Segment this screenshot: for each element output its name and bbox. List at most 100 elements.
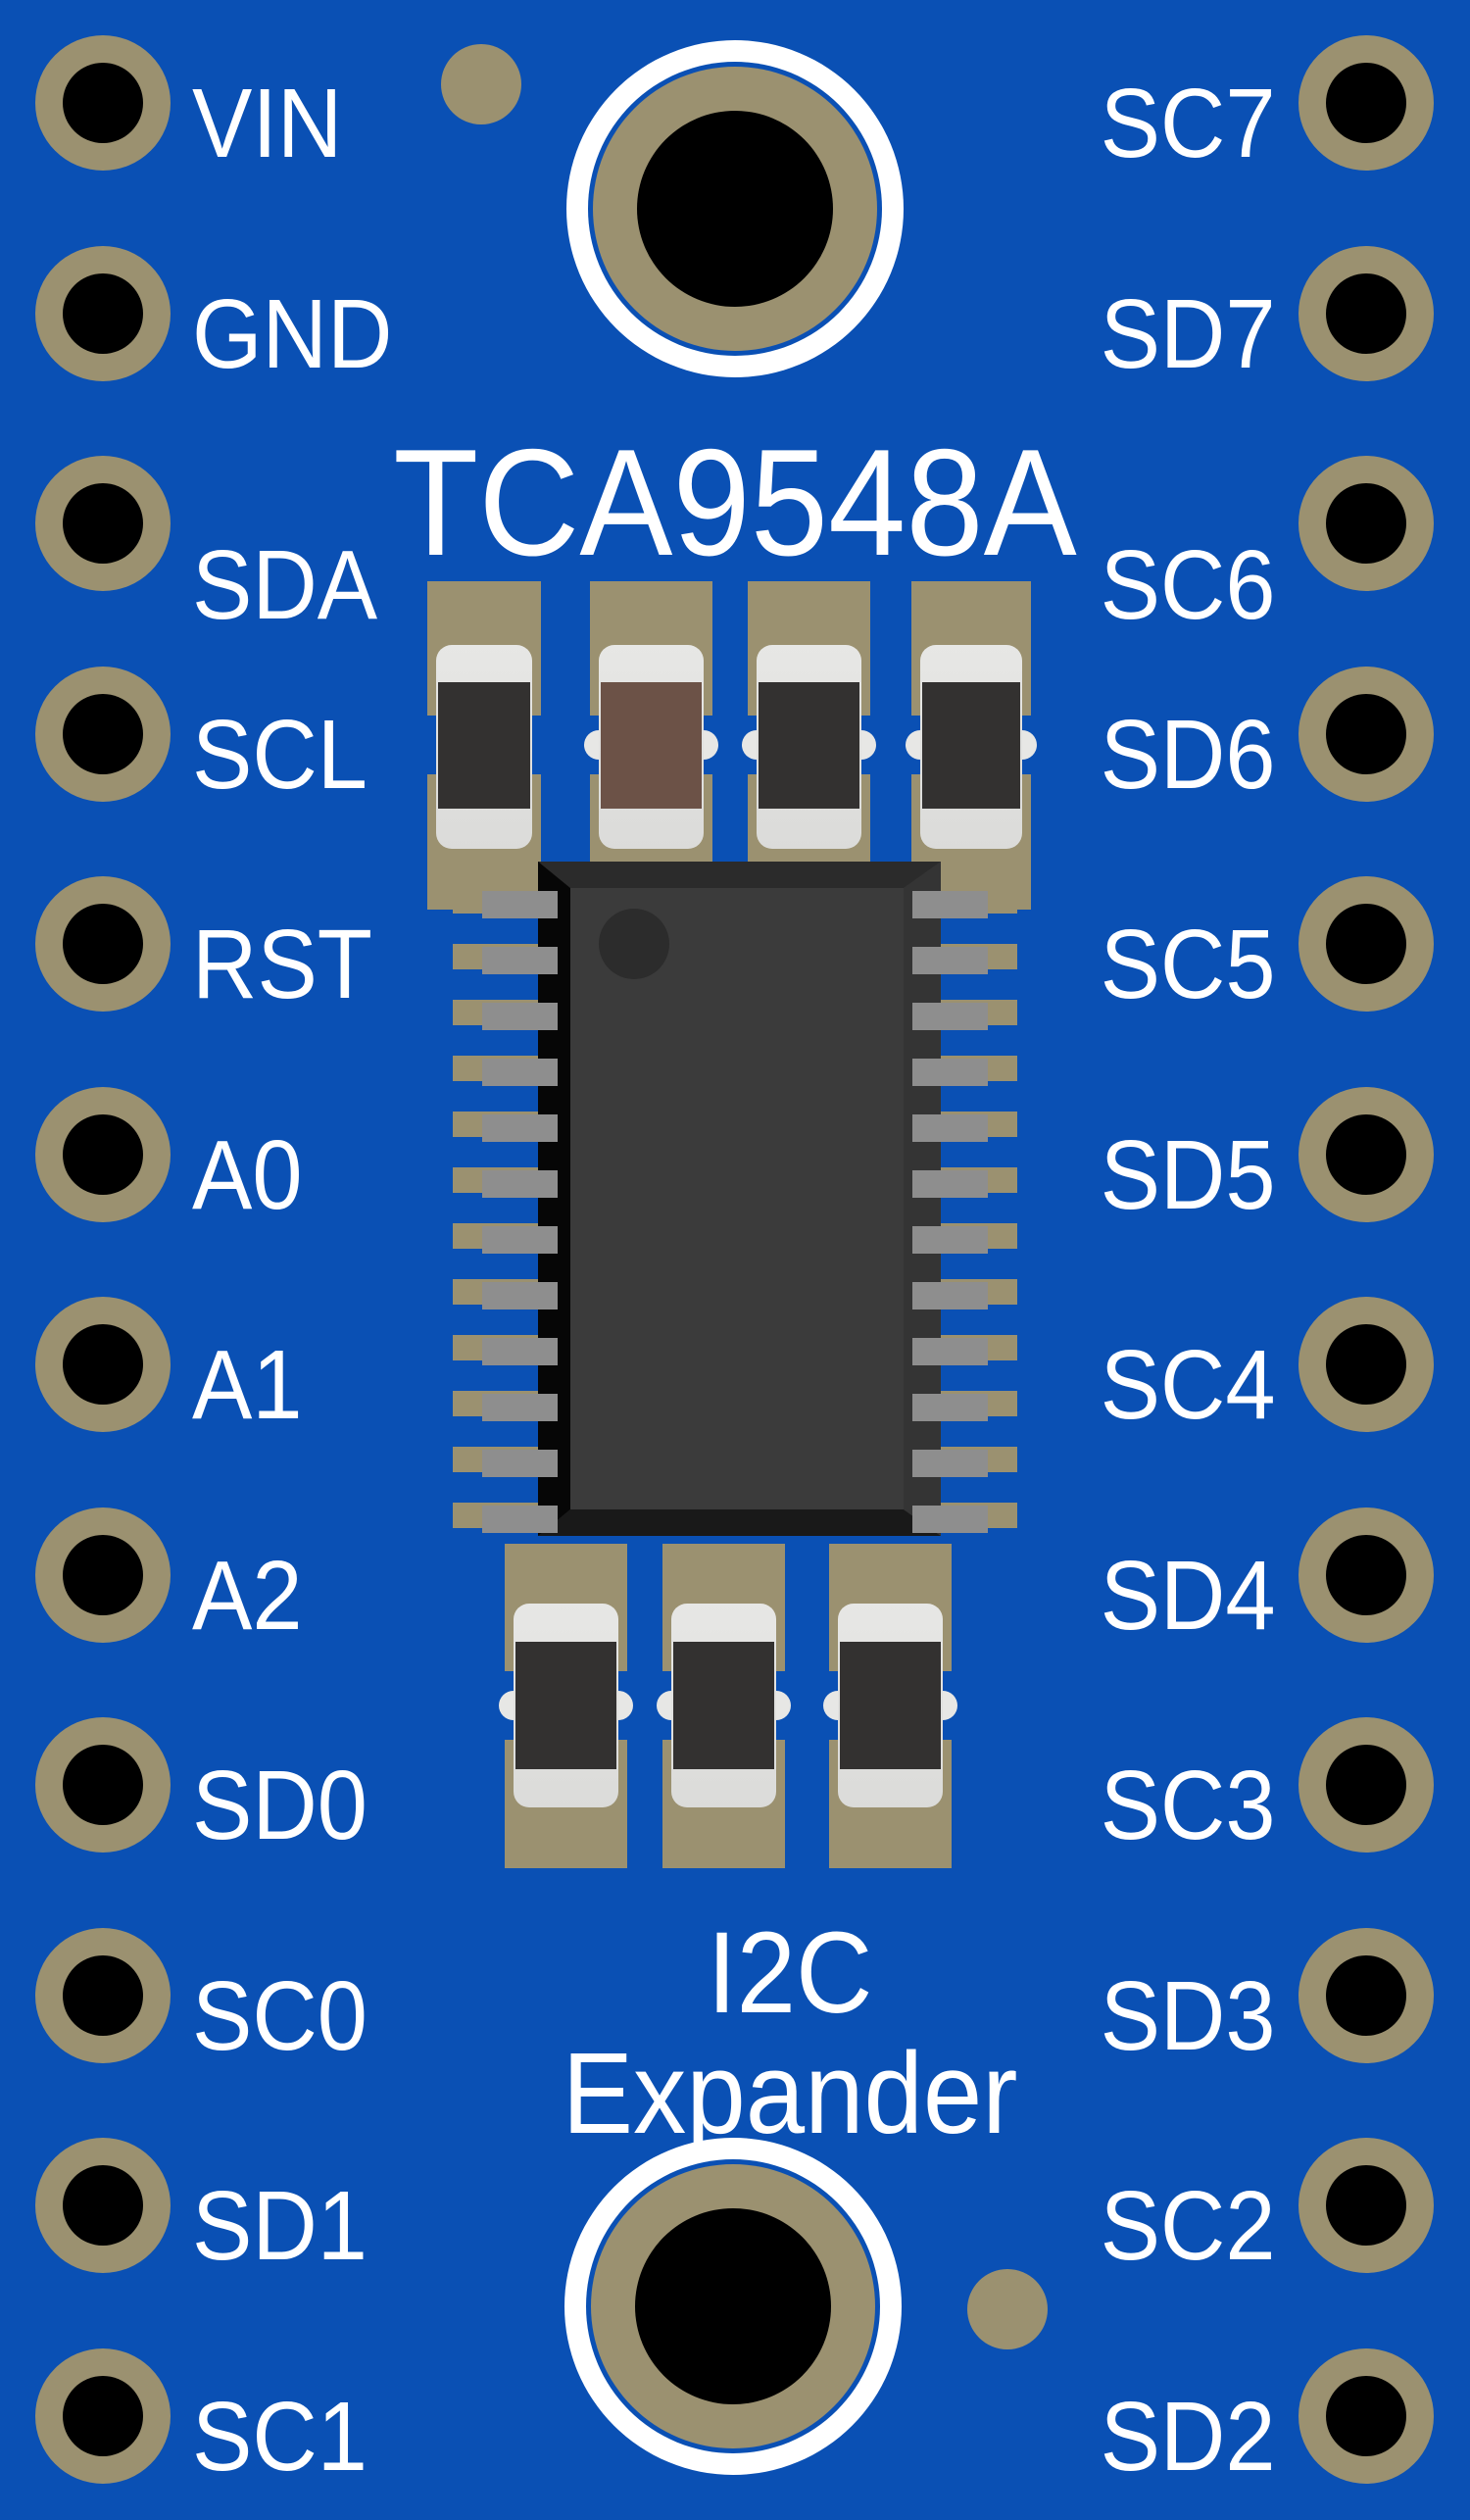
pad-drill-hole (63, 63, 143, 143)
chip-right-face (904, 862, 941, 1536)
board-title: TCA9548A (393, 418, 1077, 587)
subtitle-expander: Expander (562, 2029, 1018, 2158)
through-hole-pad-a0 (35, 1086, 171, 1222)
pad-drill-hole (1326, 272, 1406, 354)
pin-label-sc1: SC1 (192, 2381, 368, 2492)
through-hole-pad-sd3 (1298, 1927, 1434, 2063)
fiducial-dot-bottom-right (967, 2269, 1048, 2349)
chip-lead-left (482, 1226, 558, 1254)
chip-bottom-face (538, 1509, 941, 1536)
pin-label-sc0: SC0 (192, 1960, 368, 2071)
chip-lead-left (482, 891, 558, 918)
pin-label-a2: A2 (192, 1540, 303, 1651)
chip-lead-left (482, 1003, 558, 1030)
pin-label-sd6: SD6 (1101, 699, 1276, 810)
chip-package (538, 862, 941, 1536)
chip-lead-left (482, 1059, 558, 1086)
pad-drill-hole (1326, 63, 1406, 143)
pin-label-sc2: SC2 (1101, 2171, 1276, 2281)
chip-lead-right (912, 1338, 988, 1365)
through-hole-pad-scl (35, 666, 171, 802)
fiducial-dot-top-left (441, 44, 521, 124)
pad-drill-hole (63, 483, 143, 564)
pin-label-sd0: SD0 (192, 1751, 368, 1860)
chip-lead-right (912, 1059, 988, 1086)
pad-drill-hole (1326, 483, 1406, 564)
pad-drill-hole (63, 1954, 143, 2036)
pad-drill-hole (1326, 693, 1406, 774)
pad-drill-hole (63, 1113, 143, 1195)
through-hole-pad-sc3 (1298, 1717, 1434, 1853)
smd-body-dark (438, 682, 530, 809)
chip-lead-right (912, 1450, 988, 1477)
smd-body-brown (601, 682, 702, 809)
chip-lead-left (482, 1170, 558, 1198)
chip-left-face (538, 862, 570, 1536)
smd-body-dark (673, 1642, 774, 1769)
pad-drill-hole (1326, 2375, 1406, 2456)
pin-label-sd5: SD5 (1101, 1119, 1276, 1230)
smd-body-dark (515, 1642, 616, 1769)
pin-label-sd3: SD3 (1101, 1960, 1276, 2071)
mounting-hole-top-drill (637, 111, 833, 307)
chip-lead-left (482, 1450, 558, 1477)
pin-label-a1: A1 (192, 1330, 303, 1440)
chip-lead-left (482, 947, 558, 974)
pad-drill-hole (1326, 1324, 1406, 1405)
through-hole-pad-sda (35, 456, 171, 591)
through-hole-pad-a2 (35, 1507, 171, 1643)
through-hole-pad-a1 (35, 1297, 171, 1432)
pin-label-gnd: GND (192, 278, 393, 389)
pin-label-sd4: SD4 (1101, 1540, 1276, 1651)
pin-label-sc3: SC3 (1101, 1751, 1276, 1860)
chip-lead-left (482, 1114, 558, 1142)
pad-drill-hole (63, 1745, 143, 1825)
pin-label-sd2: SD2 (1101, 2381, 1276, 2492)
pad-drill-hole (63, 904, 143, 984)
through-hole-pad-sc2 (1298, 2138, 1434, 2273)
pin-label-sda: SDA (192, 530, 378, 640)
pin-label-sc7: SC7 (1101, 69, 1276, 178)
pad-drill-hole (63, 2375, 143, 2456)
chip-lead-right (912, 1114, 988, 1142)
chip-lead-left (482, 1506, 558, 1533)
pad-drill-hole (1326, 1745, 1406, 1825)
chip-lead-right (912, 1226, 988, 1254)
pad-drill-hole (1326, 904, 1406, 984)
pad-drill-hole (63, 693, 143, 774)
chip-lead-right (912, 947, 988, 974)
chip-lead-left (482, 1394, 558, 1421)
smd-body-dark (922, 682, 1020, 809)
mounting-hole-top (566, 40, 904, 377)
pad-drill-hole (63, 1534, 143, 1615)
through-hole-pad-sd2 (1298, 2347, 1434, 2484)
chip-lead-left (482, 1282, 558, 1309)
through-hole-pad-sd0 (35, 1717, 171, 1853)
pin-label-vin: VIN (192, 69, 343, 178)
pin-label-sd1: SD1 (192, 2171, 368, 2281)
pin-label-sc6: SC6 (1101, 530, 1276, 640)
chip-lead-right (912, 1003, 988, 1030)
pin-label-sd7: SD7 (1101, 278, 1276, 389)
subtitle-i2c: I2C (707, 1908, 873, 2038)
through-hole-pad-sc7 (1298, 35, 1434, 171)
pad-drill-hole (1326, 1113, 1406, 1195)
through-hole-pad-rst (35, 876, 171, 1012)
pad-drill-hole (63, 1324, 143, 1405)
pad-drill-hole (1326, 2165, 1406, 2246)
through-hole-pad-sc4 (1298, 1297, 1434, 1432)
pin-label-rst: RST (192, 910, 372, 1019)
through-hole-pad-sc5 (1298, 876, 1434, 1012)
chip-lead-right (912, 891, 988, 918)
pad-drill-hole (1326, 1954, 1406, 2036)
pad-drill-hole (63, 2165, 143, 2246)
through-hole-pad-sd6 (1298, 666, 1434, 802)
pin-label-sc4: SC4 (1101, 1330, 1276, 1440)
through-hole-pad-sc0 (35, 1927, 171, 2063)
through-hole-pad-sd7 (1298, 245, 1434, 381)
chip-lead-right (912, 1170, 988, 1198)
smd-body-dark (840, 1642, 941, 1769)
through-hole-pad-sd1 (35, 2138, 171, 2273)
through-hole-pad-sc6 (1298, 456, 1434, 591)
